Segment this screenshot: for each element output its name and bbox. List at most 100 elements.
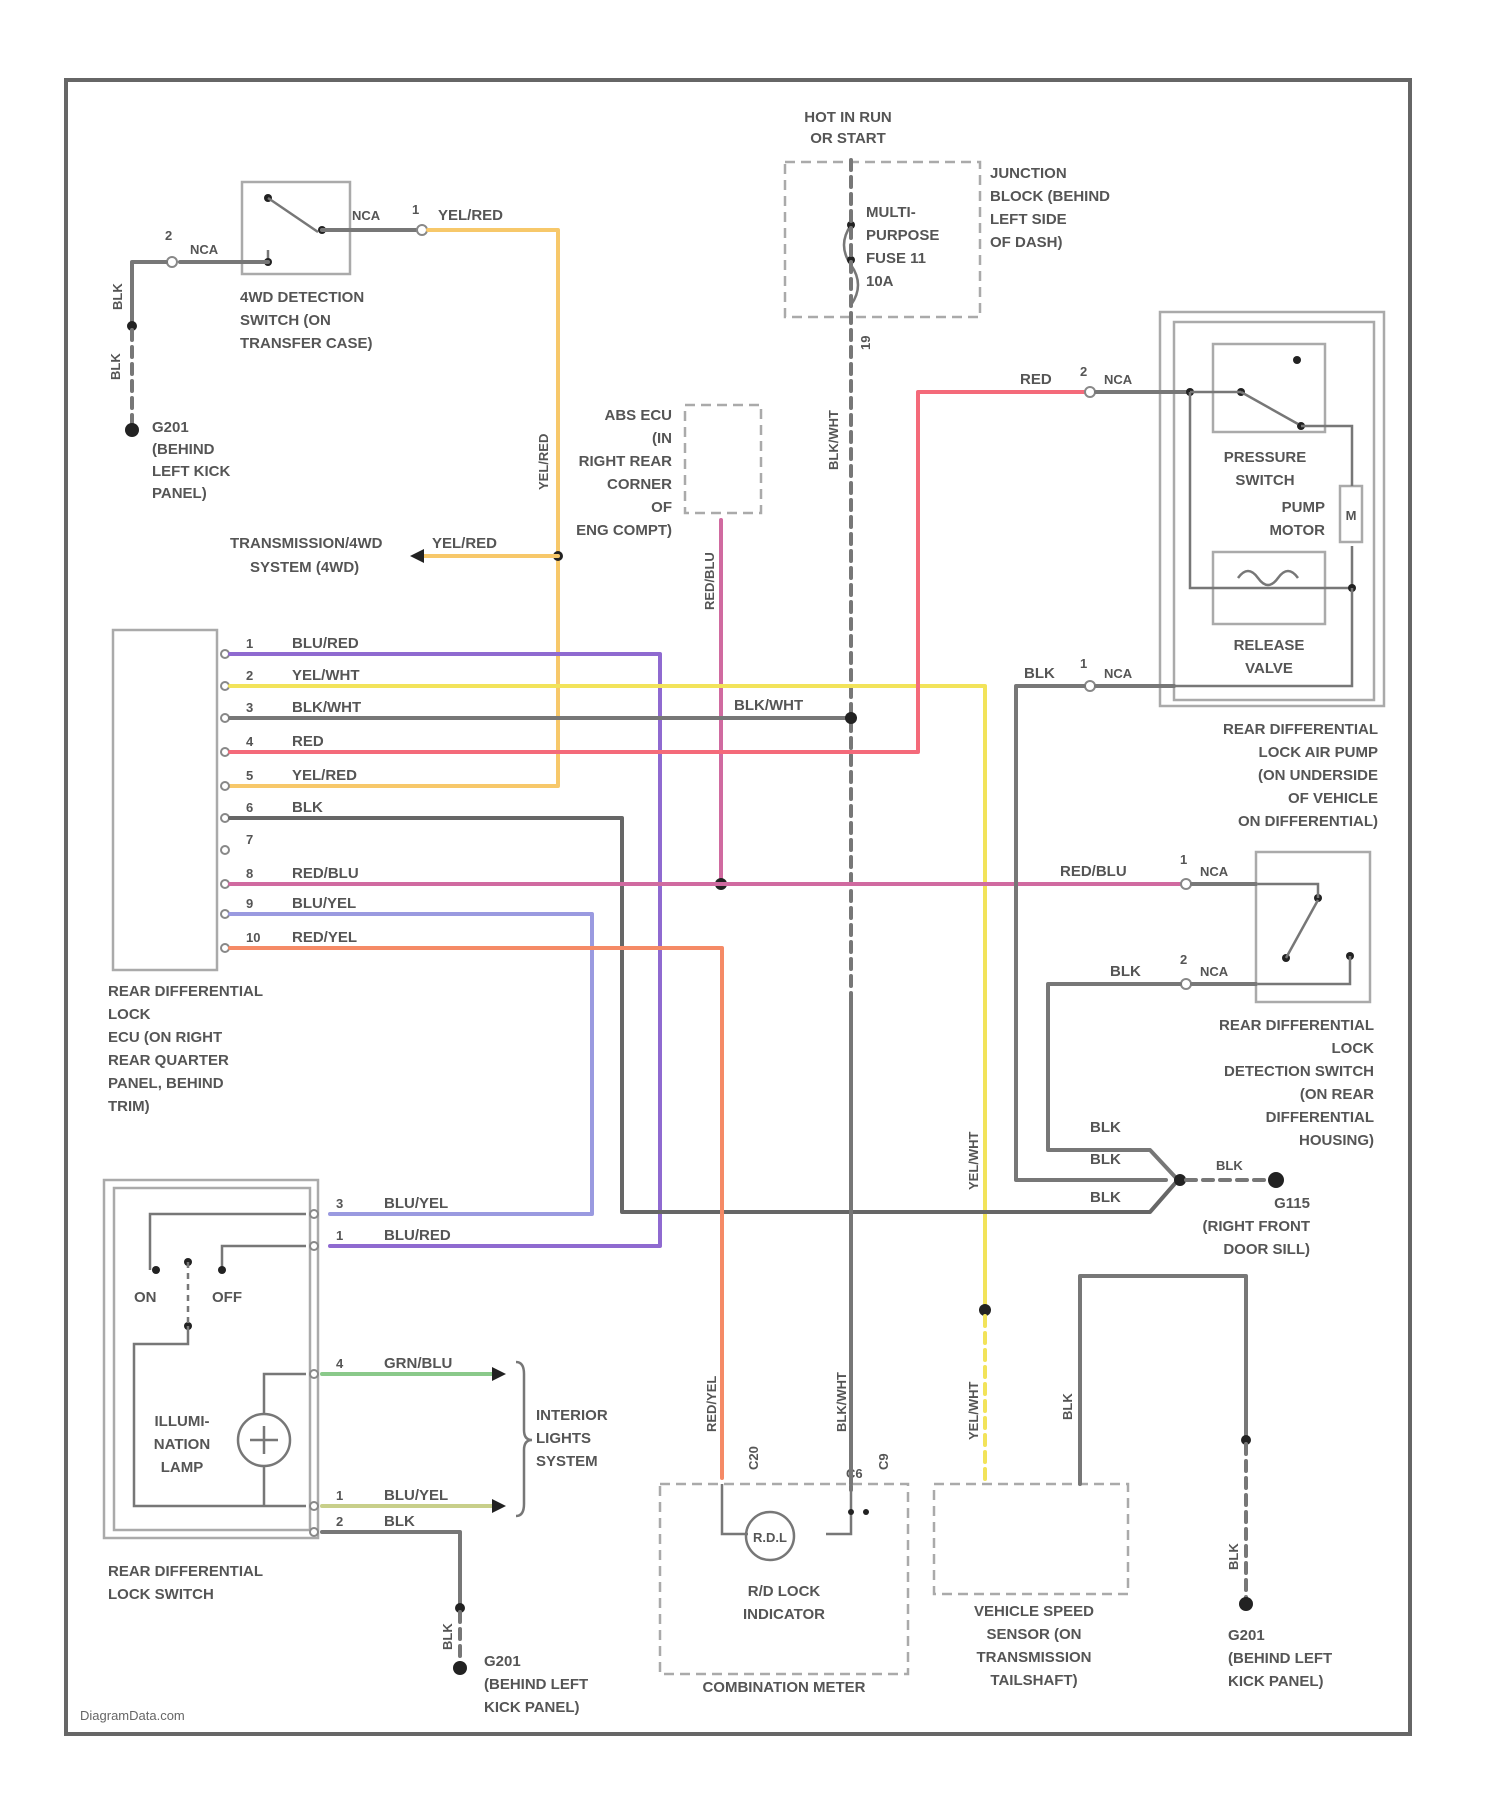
- lock-pin-number: 1: [336, 1488, 343, 1503]
- ecu-pin-number: 2: [246, 668, 253, 683]
- air-pump-nca-b: NCA: [1104, 666, 1133, 681]
- meter-wire-red: RED/YEL: [704, 1376, 719, 1432]
- meter-internal-dot-b: [863, 1509, 869, 1515]
- ecu-pin-connector: [221, 650, 229, 658]
- air-pump-wire-red: RED: [1020, 371, 1052, 388]
- air-pump-pin-b: [1085, 681, 1095, 691]
- detect-label-6: HOUSING): [1299, 1132, 1374, 1149]
- blk-wht-splice: [845, 712, 857, 724]
- ecu-pin-number: 3: [246, 700, 253, 715]
- pressure-switch-box: [1213, 344, 1325, 432]
- g201-bottom-label-3: KICK PANEL): [484, 1699, 580, 1716]
- ecu-pin-wire-label: BLU/RED: [292, 635, 359, 652]
- detect-nca-b: NCA: [1200, 964, 1229, 979]
- vehicle-speed-sensor: VEHICLE SPEED SENSOR (ON TRANSMISSION TA…: [934, 1131, 1128, 1689]
- pump-label-1: PUMP: [1282, 499, 1325, 516]
- ecu-pin-wire-label: RED/BLU: [292, 865, 359, 882]
- g201-top-label-1: G201: [152, 419, 189, 436]
- trans-label-2: SYSTEM (4WD): [250, 559, 359, 576]
- trans-4wd-arrow: [410, 549, 424, 563]
- indicator-label-1: R/D LOCK: [748, 1583, 821, 1600]
- ecu-pin-number: 9: [246, 896, 253, 911]
- meter-pin-b: C9: [876, 1453, 891, 1470]
- detect-label-1: REAR DIFFERENTIAL: [1219, 1017, 1374, 1034]
- abs-wire-label: RED/BLU: [702, 552, 717, 610]
- meter-label: COMBINATION METER: [702, 1679, 865, 1696]
- lock-ground-wire: BLK: [440, 1623, 455, 1650]
- vss-box: [934, 1484, 1128, 1594]
- air-pump-internal-wiring: [1190, 392, 1352, 588]
- rdl-symbol: R.D.L: [753, 1530, 787, 1545]
- release-label-1: RELEASE: [1234, 637, 1305, 654]
- air-pump-ground-wire-b: [1016, 686, 1166, 1180]
- lock-switch-on-contact: [152, 1266, 160, 1274]
- air-pump-label-3: (ON UNDERSIDE: [1258, 767, 1378, 784]
- ecu-label-3: ECU (ON RIGHT: [108, 1029, 222, 1046]
- lock-switch-outer: [104, 1180, 318, 1538]
- lock-pin-number: 4: [336, 1356, 344, 1371]
- g115-wire-1: BLK: [1090, 1119, 1121, 1136]
- lock-pin-wire-label: BLK: [384, 1513, 415, 1530]
- air-pump-label-5: ON DIFFERENTIAL): [1238, 813, 1378, 830]
- ground-g201-top: G201 (BEHIND LEFT KICK PANEL): [152, 419, 230, 502]
- junction-label-4: OF DASH): [990, 234, 1063, 251]
- lock-pin-connector: [310, 1502, 318, 1510]
- lamp-label-2: NATION: [154, 1436, 210, 1453]
- ecu-pin-wire-label: RED: [292, 733, 324, 750]
- lock-pin-connector: [310, 1528, 318, 1536]
- meter-wire-blk: BLK/WHT: [834, 1372, 849, 1432]
- lock-switch-label-2: LOCK SWITCH: [108, 1586, 214, 1603]
- ecu-pin-connector: [221, 880, 229, 888]
- air-pump-label-4: OF VEHICLE: [1288, 790, 1378, 807]
- ecu-label-5: PANEL, BEHIND: [108, 1075, 224, 1092]
- ground-g201-top-dot: [125, 423, 139, 437]
- vss-ground-wire: [1080, 1276, 1246, 1484]
- g115-wire-3: BLK: [1090, 1189, 1121, 1206]
- abs-label-3: RIGHT REAR: [579, 453, 673, 470]
- meter-box: [660, 1484, 908, 1674]
- fuse-label-4: 10A: [866, 273, 894, 290]
- detect-pin-a-label: 1: [1180, 852, 1187, 867]
- release-valve-coil: [1238, 571, 1298, 585]
- 4wd-label-1: 4WD DETECTION: [240, 289, 364, 306]
- ecu-splice-wire: BLK/WHT: [734, 697, 803, 714]
- abs-label-6: ENG COMPT): [576, 522, 672, 539]
- lock-switch-ground-wire: [322, 1532, 460, 1608]
- meter-pin-a: C20: [746, 1446, 761, 1470]
- detect-switch-blade: [1286, 900, 1318, 958]
- vss-wire-blk: BLK: [1060, 1393, 1075, 1420]
- illumination-lamp-filament: [250, 1426, 278, 1454]
- ground-g201-bottom: G201 (BEHIND LEFT KICK PANEL): [484, 1653, 588, 1716]
- lock-pin-wire-label: BLU/YEL: [384, 1487, 448, 1504]
- junction-label-2: BLOCK (BEHIND: [990, 188, 1110, 205]
- 4wd-switch-blade: [268, 198, 318, 232]
- abs-label-4: CORNER: [607, 476, 672, 493]
- lock-switch: ON OFF ILLUMI- NATION LAMP REAR DIFFEREN…: [104, 1180, 318, 1603]
- detect-switch-internal-wiring: [1258, 884, 1350, 984]
- vss-wire-yel-lower: YEL/WHT: [966, 1381, 981, 1440]
- ecu-pin-number: 6: [246, 800, 253, 815]
- interior-blu-yel-arrow: [492, 1499, 506, 1513]
- abs-label-2: (IN: [652, 430, 672, 447]
- rear-diff-ecu: REAR DIFFERENTIAL LOCK ECU (ON RIGHT REA…: [108, 630, 263, 1115]
- air-pump-pin-b-label: 1: [1080, 656, 1087, 671]
- ecu-pin-list: 1BLU/RED2YEL/WHT3BLK/WHT4RED5YEL/RED6BLK…: [221, 635, 361, 952]
- ecu-pin-connector: [221, 846, 229, 854]
- ground-g115: G115 (RIGHT FRONT DOOR SILL): [1203, 1195, 1310, 1258]
- fuse-wire-label: BLK/WHT: [826, 410, 841, 470]
- lock-switch-off-contact: [218, 1266, 226, 1274]
- 4wd-pin2: 2: [165, 228, 172, 243]
- ecu-label-2: LOCK: [108, 1006, 151, 1023]
- detect-wire-blk: BLK: [1110, 963, 1141, 980]
- detect-nca-a: NCA: [1200, 864, 1229, 879]
- ecu-pin-connector: [221, 682, 229, 690]
- ecu-pin-wire-label: BLU/YEL: [292, 895, 356, 912]
- meter-internal-dot-a: [848, 1509, 854, 1515]
- air-pump-pin-a: [1085, 387, 1095, 397]
- lock-pin-connector: [310, 1210, 318, 1218]
- lock-switch-inner: [114, 1188, 310, 1530]
- detect-wire-red: RED/BLU: [1060, 863, 1127, 880]
- detect-label-3: DETECTION SWITCH: [1224, 1063, 1374, 1080]
- wire-blk: [230, 818, 1178, 1212]
